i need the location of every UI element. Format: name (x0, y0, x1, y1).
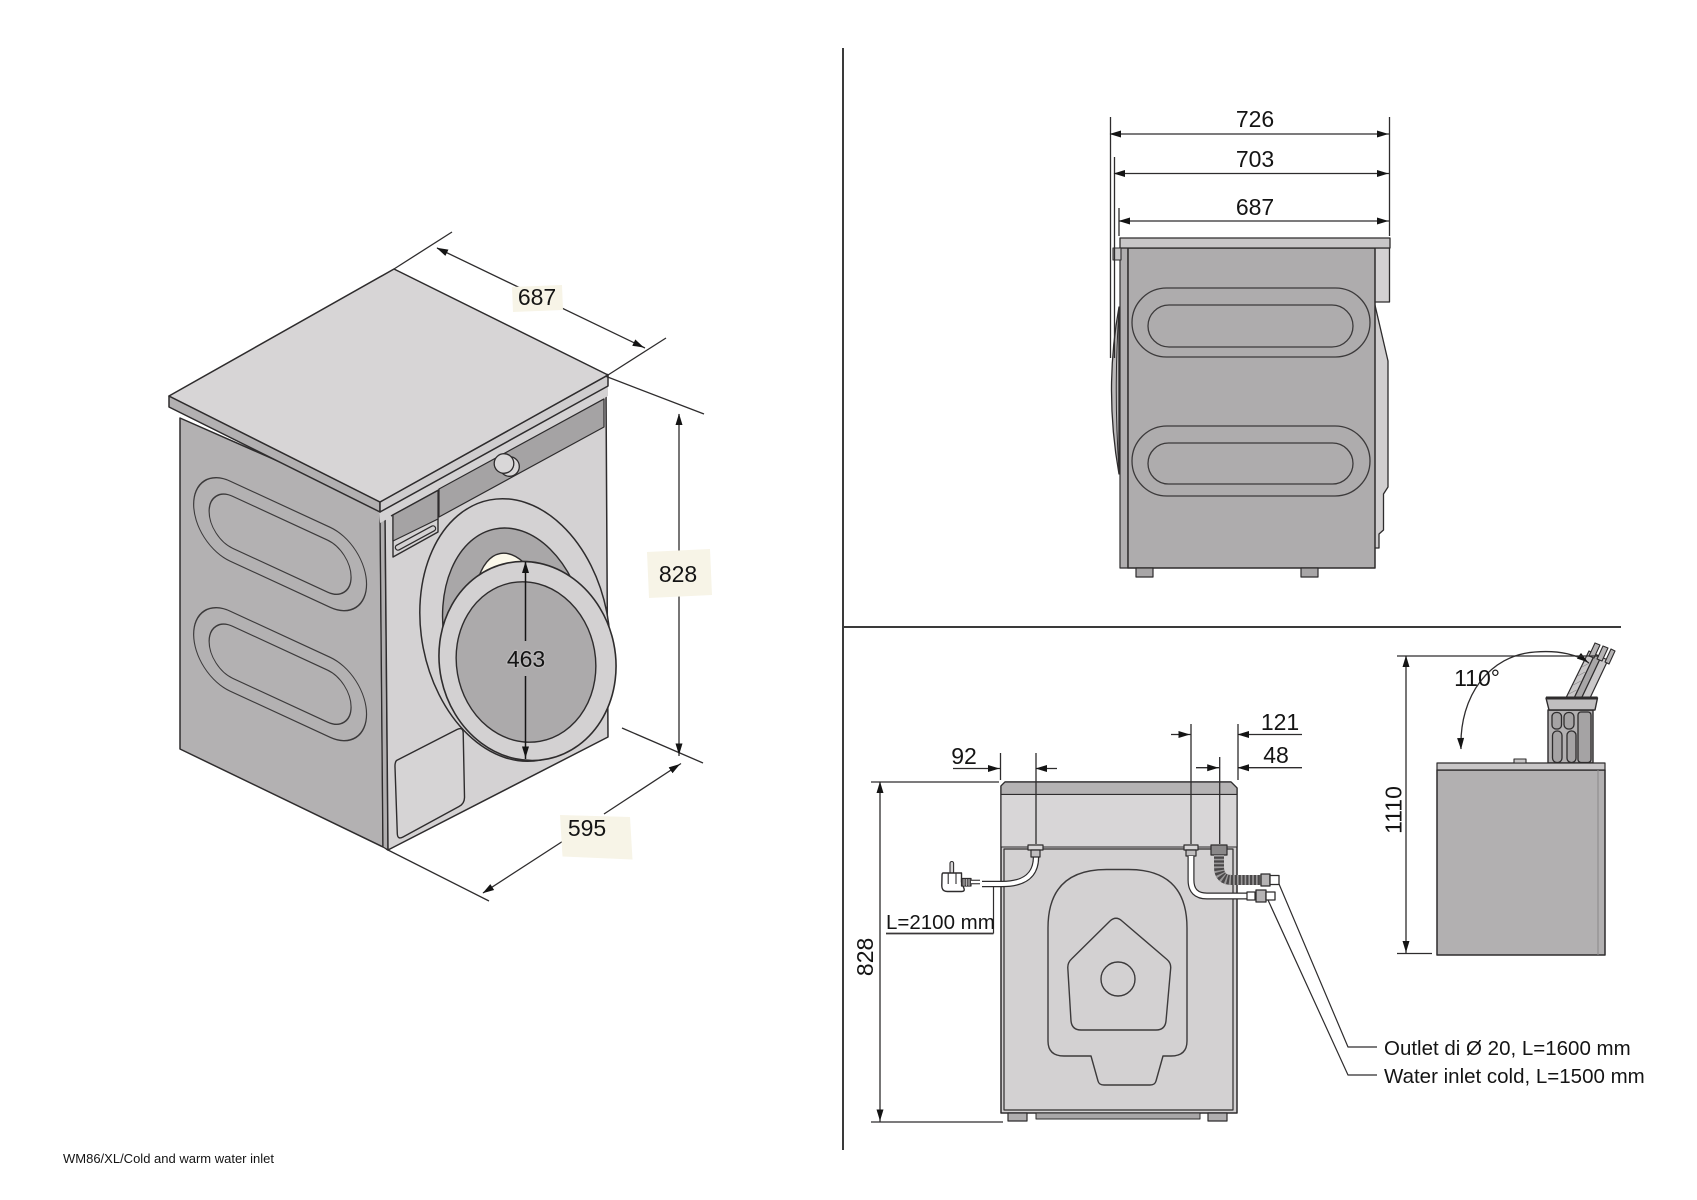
svg-text:L=2100 mm: L=2100 mm (886, 911, 995, 934)
svg-text:Outlet di Ø 20, L=1600 mm: Outlet di Ø 20, L=1600 mm (1384, 1037, 1631, 1060)
svg-text:48: 48 (1263, 742, 1289, 768)
svg-text:595: 595 (568, 815, 606, 841)
svg-text:1110: 1110 (1381, 786, 1407, 834)
svg-text:WM86/XL/Cold and warm water in: WM86/XL/Cold and warm water inlet (63, 1151, 274, 1166)
svg-text:703: 703 (1236, 146, 1274, 172)
svg-text:828: 828 (659, 561, 697, 587)
svg-text:687: 687 (1236, 194, 1274, 220)
svg-text:726: 726 (1236, 106, 1274, 132)
svg-text:463: 463 (507, 646, 545, 672)
svg-text:121: 121 (1261, 709, 1299, 735)
svg-text:828: 828 (852, 938, 878, 976)
svg-text:687: 687 (518, 284, 556, 310)
svg-text:Water inlet cold, L=1500 mm: Water inlet cold, L=1500 mm (1384, 1065, 1645, 1088)
svg-text:92: 92 (951, 743, 977, 769)
svg-text:110°: 110° (1454, 665, 1500, 691)
